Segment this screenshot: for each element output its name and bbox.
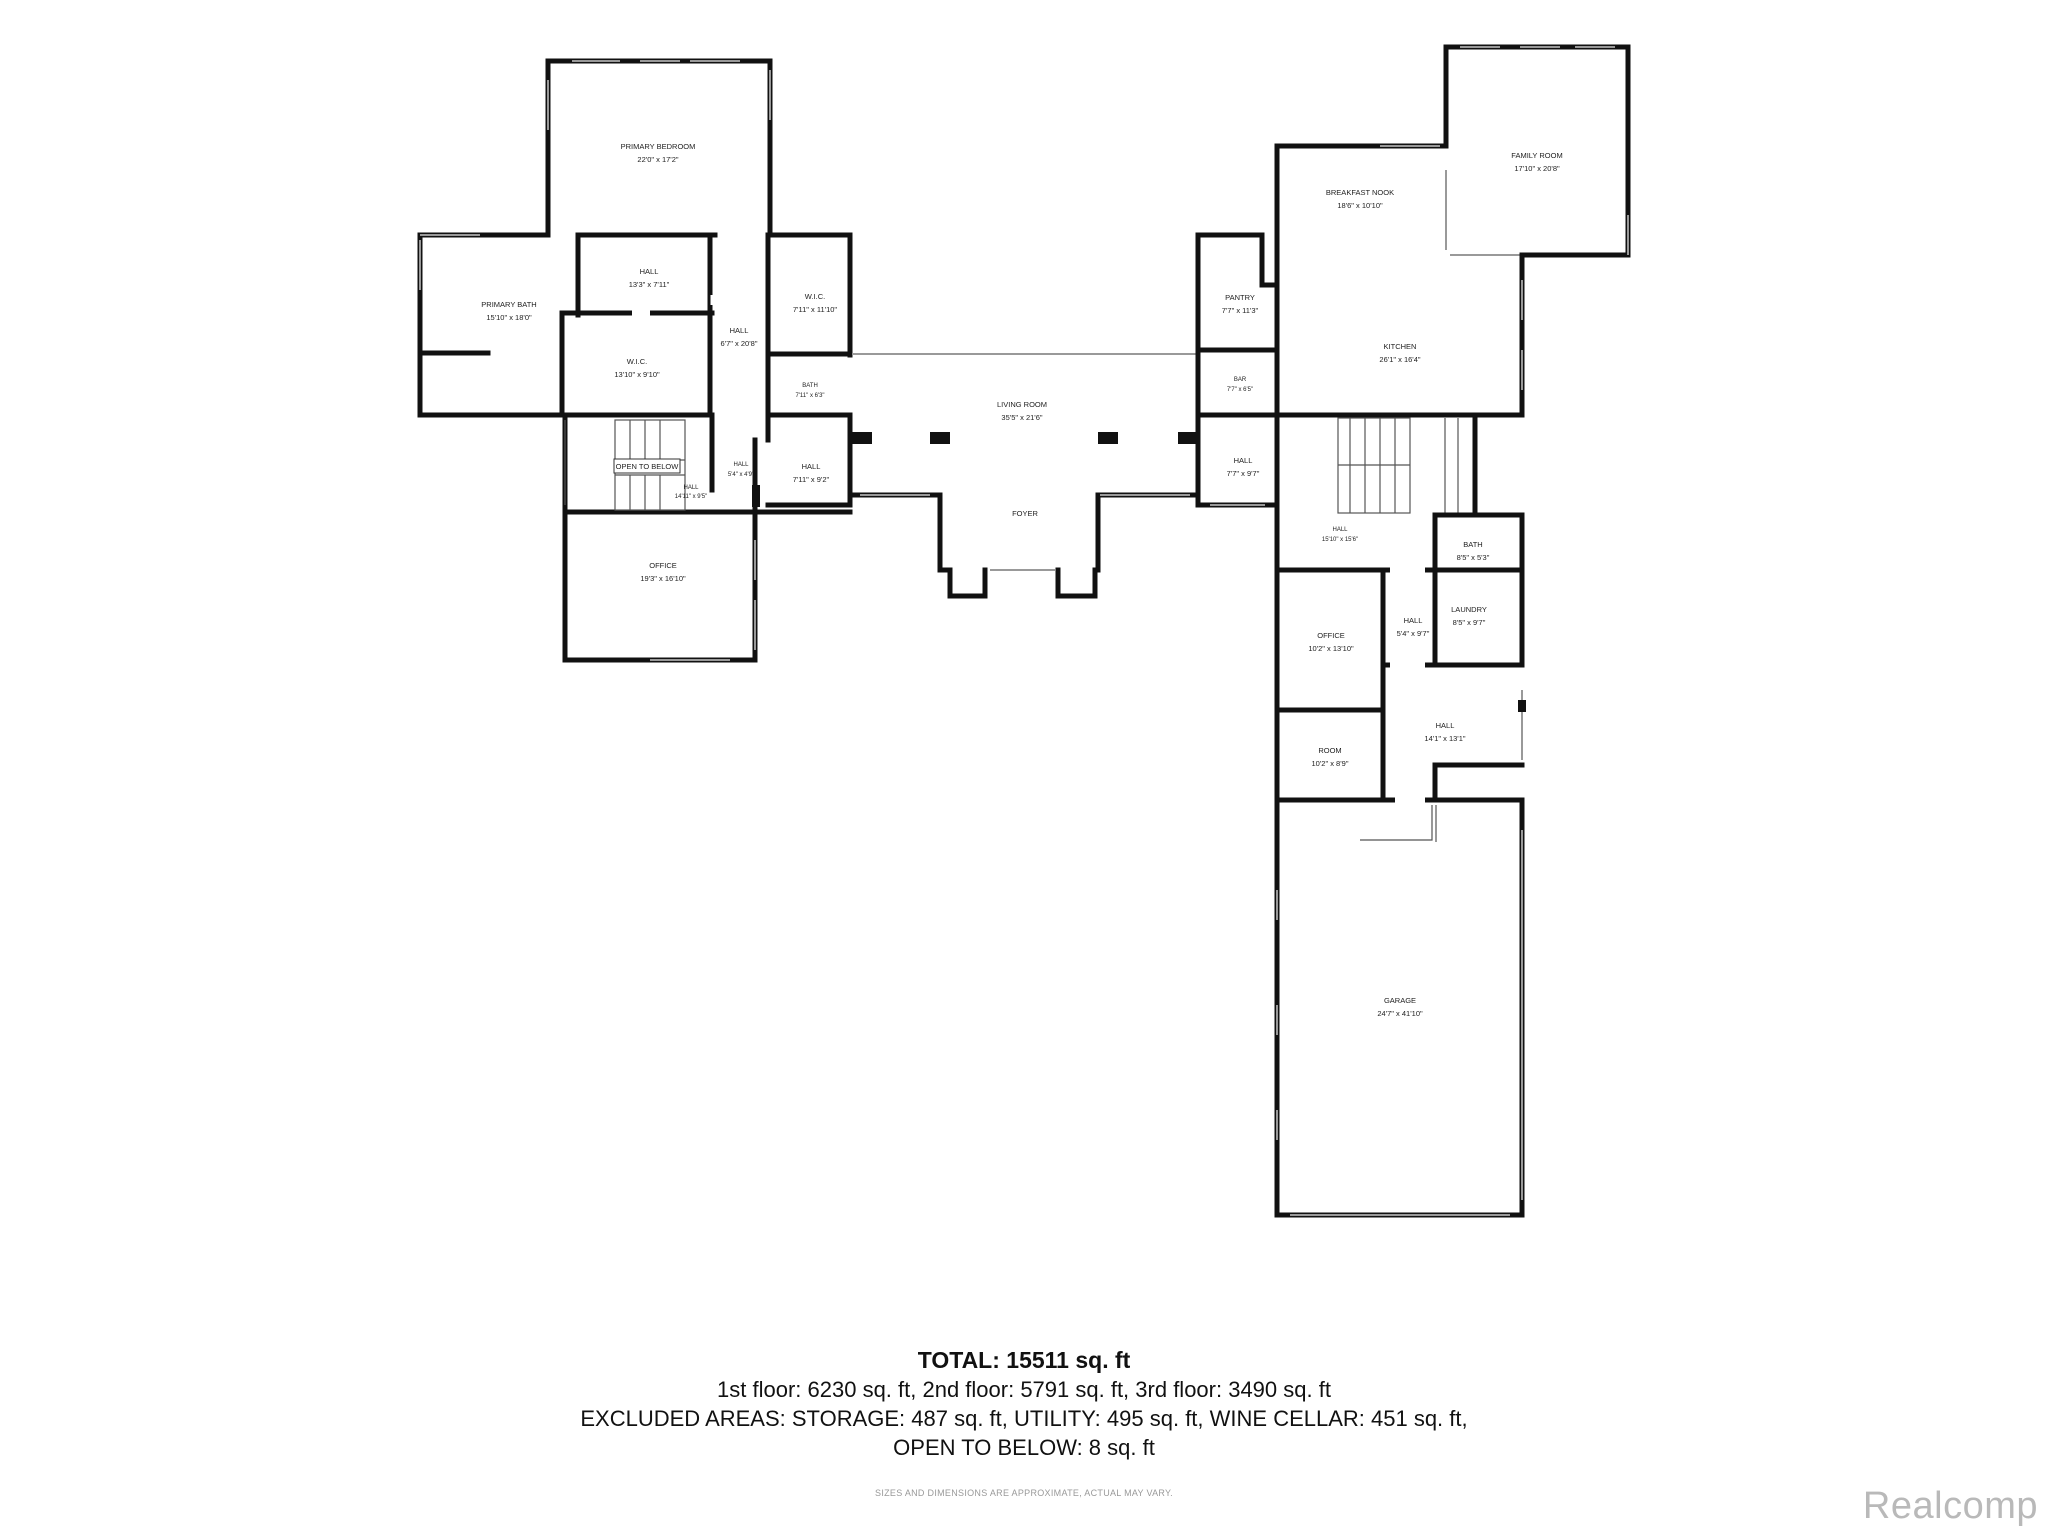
realcomp-watermark: Realcomp [1862,1485,2038,1527]
room-name-pantry: PANTRY [1225,293,1255,302]
open-to-below-label: OPEN TO BELOW [616,462,680,471]
room-dim-hall-h: 5'4" x 9'7" [1397,629,1430,638]
room-dim-hall-d: 5'4" x 4'9" [728,472,754,478]
left-stairs [613,419,686,511]
room-dim-family-room: 17'10" x 20'8" [1514,164,1560,173]
room-name-hall-d: HALL [733,462,749,468]
floor-areas: 1st floor: 6230 sq. ft, 2nd floor: 5791 … [717,1377,1331,1402]
room-dim-garage: 24'7" x 41'10" [1377,1009,1423,1018]
room-dim-pantry: 7'7" x 11'3" [1222,306,1259,315]
room-dim-wic-b: 7'11" x 11'10" [793,305,838,314]
disclaimer: SIZES AND DIMENSIONS ARE APPROXIMATE, AC… [875,1488,1173,1498]
primary-bedroom-walls [545,58,773,238]
room-name-wic-b: W.I.C. [805,292,825,301]
room-dim-breakfast-nook: 18'6" x 10'10" [1337,201,1383,210]
room-name-laundry: LAUNDRY [1451,605,1487,614]
room-dim-bath-b: 8'5" x 5'3" [1457,553,1490,562]
room-name-living-room: LIVING ROOM [997,400,1047,409]
room-dim-office-a: 19'3" x 16'10" [640,574,686,583]
right-wing-walls [1195,44,1631,1218]
room-name-garage: GARAGE [1384,996,1416,1005]
room-dim-kitchen: 26'1" x 16'4" [1379,355,1420,364]
room-dim-hall-e: 14'11" x 9'5" [675,494,707,500]
room-name-bar: BAR [1234,377,1247,383]
room-name-hall-a: HALL [640,267,659,276]
room-dim-hall-f: 7'7" x 9'7" [1227,469,1260,478]
room-name-office-a: OFFICE [649,561,677,570]
room-dim-hall-b: 6'7" x 20'8" [721,339,758,348]
total-area: TOTAL: 15511 sq. ft [917,1347,1131,1373]
room-name-office-b: OFFICE [1317,631,1345,640]
excluded-areas: EXCLUDED AREAS: STORAGE: 487 sq. ft, UTI… [580,1406,1468,1431]
room-name-bath-b: BATH [1463,540,1482,549]
room-dim-primary-bedroom: 22'0" x 17'2" [637,155,678,164]
room-name-hall-c: HALL [802,462,821,471]
room-name-hall-g: HALL [1332,527,1348,533]
room-name-bath-a: BATH [802,383,818,389]
room-name-breakfast-nook: BREAKFAST NOOK [1326,188,1394,197]
room-dim-hall-c: 7'11" x 9'2" [793,475,830,484]
room-name-hall-f: HALL [1234,456,1253,465]
room-dim-hall-i: 14'1" x 13'1" [1424,734,1465,743]
room-labels: PRIMARY BEDROOM 22'0" x 17'2" PRIMARY BA… [481,142,1562,1018]
room-dim-hall-g: 15'10" x 15'6" [1322,537,1358,543]
center-walls [847,353,1201,599]
room-name-foyer: FOYER [1012,509,1038,518]
room-dim-bath-a: 7'11" x 6'3" [795,393,824,399]
room-dim-laundry: 8'5" x 9'7" [1453,618,1486,627]
room-name-hall-e: HALL [683,485,699,491]
room-name-primary-bath: PRIMARY BATH [481,300,536,309]
room-name-primary-bedroom: PRIMARY BEDROOM [621,142,696,151]
open-to-below-area: OPEN TO BELOW: 8 sq. ft [893,1435,1155,1460]
room-dim-primary-bath: 15'10" x 18'0" [486,313,532,322]
room-dim-room: 10'2" x 8'9" [1312,759,1349,768]
room-name-hall-b: HALL [730,326,749,335]
room-name-room: ROOM [1318,746,1341,755]
room-name-wic-a: W.I.C. [627,357,647,366]
room-dim-bar: 7'7" x 6'5" [1227,387,1253,393]
room-name-family-room: FAMILY ROOM [1511,151,1562,160]
left-wing-walls [417,232,853,663]
room-dim-wic-a: 13'10" x 9'10" [614,370,660,379]
room-dim-hall-a: 13'3" x 7'11" [629,280,670,289]
room-name-kitchen: KITCHEN [1384,342,1417,351]
room-dim-living-room: 35'5" x 21'6" [1001,413,1042,422]
room-name-hall-i: HALL [1436,721,1455,730]
room-dim-office-b: 10'2" x 13'10" [1308,644,1354,653]
room-name-hall-h: HALL [1404,616,1423,625]
